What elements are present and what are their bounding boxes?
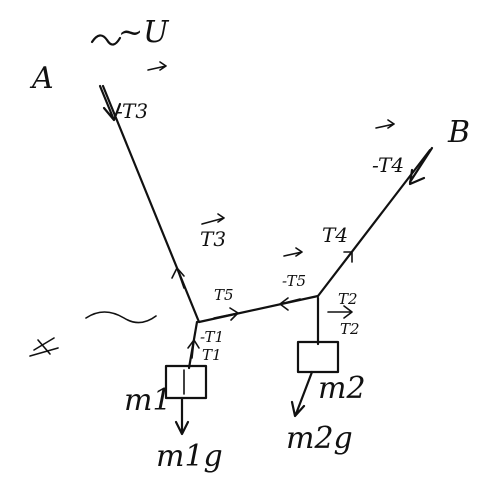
label-t2-a: T2: [338, 290, 358, 308]
label-t2-b: T2: [340, 320, 360, 338]
block-m2: [296, 340, 340, 374]
header-note: ~U: [90, 15, 170, 50]
force-arrow-t1: [187, 339, 200, 359]
vector-mark-t3-mid: [201, 213, 225, 225]
force-arrow-t5-left: [213, 307, 239, 321]
force-arrow-t4-top: [408, 146, 434, 186]
weight-arrow-m2: [290, 370, 314, 418]
label-t1-a: -T1: [200, 328, 224, 346]
vector-mark-t5-right: [283, 247, 303, 257]
label-t4-top: -T4: [372, 153, 404, 177]
block-m1: [164, 364, 208, 400]
label-t5-right: -T5: [282, 272, 306, 290]
label-t3-top: -T3: [116, 99, 148, 123]
label-t4-mid: T4: [322, 223, 348, 247]
force-arrow-t4-mid: [337, 251, 353, 271]
force-arrow-t3-top: [98, 84, 122, 122]
left-extension-mark: [85, 311, 157, 324]
label-m2g: m2g: [286, 421, 353, 456]
header-note-text: ~U: [118, 15, 170, 50]
vector-mark-t4-top: [375, 119, 395, 129]
label-t1-b: T1: [202, 346, 222, 364]
weight-arrow-m1: [174, 396, 190, 436]
label-t5-left: T5: [214, 286, 234, 304]
vector-mark-t3-top: [147, 61, 167, 71]
point-a-label: A: [29, 61, 54, 96]
label-m1: m1: [124, 383, 172, 418]
label-m2: m2: [318, 371, 366, 406]
side-mark-strokes: [29, 337, 59, 357]
label-m1g: m1g: [156, 439, 223, 474]
point-b-label: B: [447, 115, 470, 150]
force-arrow-t5-right: [279, 297, 301, 311]
rope-a: [101, 84, 201, 324]
label-t3-mid: T3: [200, 227, 226, 251]
force-arrow-t2: [327, 305, 353, 319]
force-arrow-t3-mid: [171, 267, 185, 289]
